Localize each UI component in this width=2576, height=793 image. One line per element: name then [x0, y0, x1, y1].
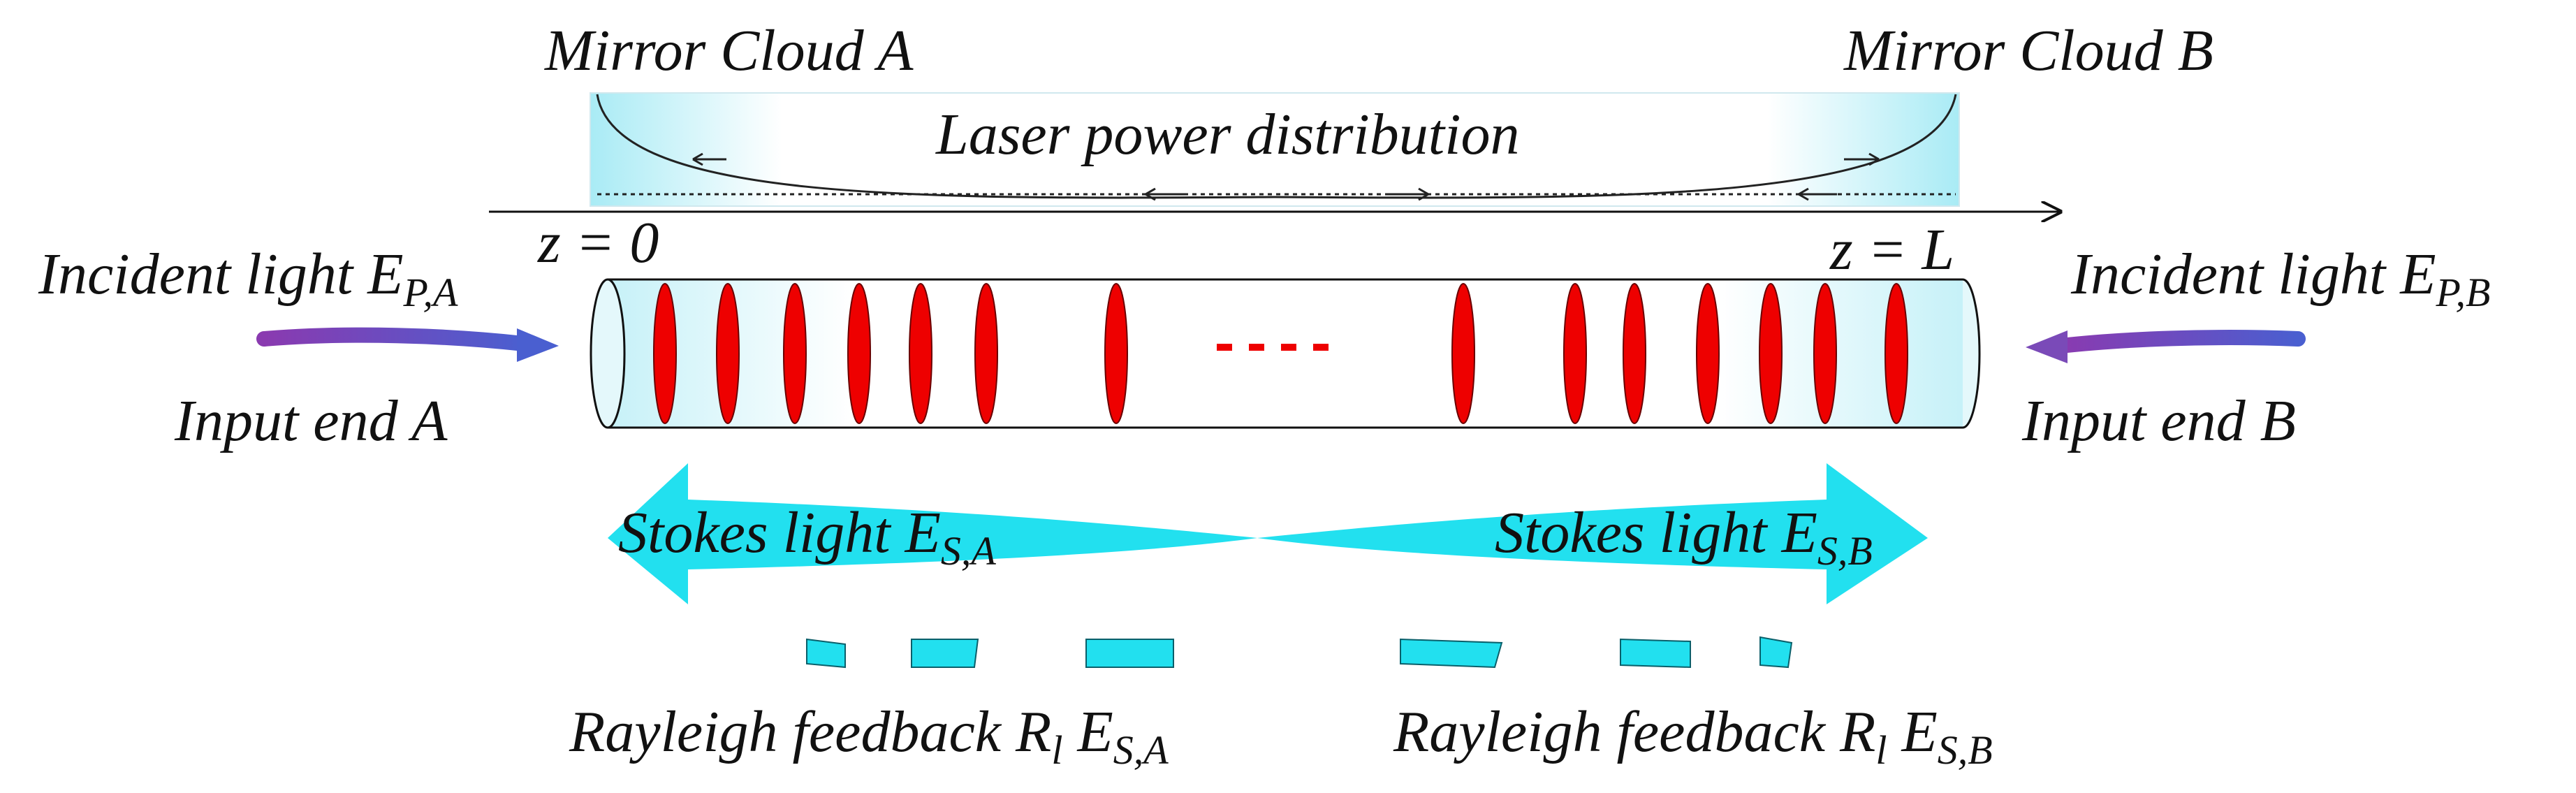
laser-power-curve [596, 94, 1957, 199]
fiber-bragg-gratings [653, 283, 1908, 424]
grating-element [1696, 283, 1720, 424]
z-end-label: z = L [1829, 217, 1954, 282]
incident-light-a-label: Incident light EP,A [38, 242, 458, 315]
rayleigh-feedback-b-label: Rayleigh feedback Rl ES,B [1393, 699, 1993, 773]
rayleigh-feedback-a-label: Rayleigh feedback Rl ES,A [569, 699, 1169, 773]
grating-element [974, 283, 998, 424]
grating-element [1885, 283, 1908, 424]
stokes-light-a-label: Stokes light ES,A [618, 500, 996, 574]
grating-element [653, 283, 677, 424]
grating-element [1563, 283, 1587, 424]
z-start-label: z = 0 [537, 210, 659, 275]
incident-arrow-b [2026, 330, 2306, 363]
stokes-light-b-label: Stokes light ES,B [1495, 500, 1873, 574]
grating-element [909, 283, 932, 424]
ellipsis-dots [1217, 344, 1329, 351]
grating-element [847, 283, 871, 424]
rayleigh-feedback-ribbons [806, 636, 1793, 669]
power-flow-arrows [692, 152, 1880, 201]
grating-element [1623, 283, 1646, 424]
mirror-cloud-a-label: Mirror Cloud A [544, 18, 914, 83]
incident-light-b-label: Incident light EP,B [2070, 242, 2490, 315]
input-end-b-label: Input end B [2021, 388, 2296, 453]
fiber [590, 278, 1981, 429]
mirror-cloud-b-label: Mirror Cloud B [1843, 18, 2213, 83]
incident-arrow-a [256, 327, 559, 362]
grating-element [1759, 283, 1783, 424]
input-end-a-label: Input end A [174, 388, 448, 453]
grating-element [716, 283, 740, 424]
grating-element [1104, 283, 1128, 424]
grating-element [1813, 283, 1837, 424]
laser-power-label: Laser power distribution [935, 102, 1519, 167]
grating-element [783, 283, 807, 424]
grating-element [1451, 283, 1475, 424]
stokes-light-arrows [608, 463, 1928, 604]
